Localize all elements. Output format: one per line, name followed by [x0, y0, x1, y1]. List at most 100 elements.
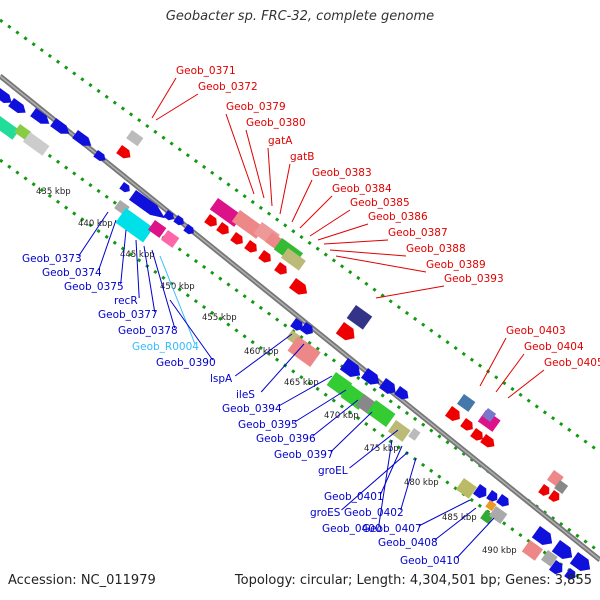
gene-block-shape[interactable]: [488, 506, 508, 524]
gene-label[interactable]: Geob_0387: [388, 227, 448, 239]
gene-arrow-shape[interactable]: [173, 215, 186, 227]
gene-label[interactable]: Geob_0397: [274, 449, 334, 461]
gene-block[interactable]: [160, 230, 180, 248]
gene-label[interactable]: Geob_0389: [426, 259, 486, 271]
gene-arrow-shape[interactable]: [470, 428, 486, 443]
gene-arrow[interactable]: [378, 378, 399, 397]
gene-label[interactable]: Geob_0405: [544, 357, 600, 369]
gene-label[interactable]: Geob_0394: [222, 403, 282, 415]
gene-arrow-shape[interactable]: [93, 150, 107, 164]
gene-label[interactable]: Geob_0372: [198, 81, 258, 93]
gene-block[interactable]: [455, 478, 477, 499]
gene-label[interactable]: Geob_0403: [506, 325, 566, 337]
gene-block-shape[interactable]: [287, 336, 321, 367]
gene-label[interactable]: Geob_0380: [246, 117, 306, 129]
gene-arrow[interactable]: [548, 490, 562, 504]
gene-arrow[interactable]: [288, 278, 311, 298]
gene-arrow-shape[interactable]: [128, 190, 168, 223]
gene-arrow[interactable]: [274, 262, 290, 277]
gene-label[interactable]: Geob_R0004: [132, 341, 199, 353]
gene-arrow-shape[interactable]: [551, 540, 576, 563]
gene-label[interactable]: Geob_0407: [362, 523, 422, 535]
gene-label[interactable]: lspA: [210, 373, 233, 385]
gene-label[interactable]: Geob_0385: [350, 197, 410, 209]
gene-block-shape[interactable]: [456, 394, 476, 412]
gene-block-shape[interactable]: [126, 130, 144, 147]
gene-arrow-shape[interactable]: [30, 108, 52, 128]
gene-label[interactable]: groES: [310, 507, 341, 519]
gene-arrow[interactable]: [548, 560, 566, 577]
gene-arrow[interactable]: [472, 484, 490, 501]
gene-arrow[interactable]: [339, 358, 364, 381]
gene-block[interactable]: [482, 408, 497, 422]
gene-arrow-shape[interactable]: [244, 240, 260, 255]
gene-arrow-shape[interactable]: [480, 434, 497, 450]
gene-arrow-shape[interactable]: [216, 222, 232, 237]
gene-arrow-shape[interactable]: [204, 214, 220, 229]
gene-label[interactable]: Geob_0378: [118, 325, 178, 337]
gene-label[interactable]: Geob_0402: [344, 507, 404, 519]
gene-arrow[interactable]: [8, 98, 28, 117]
gene-arrow-shape[interactable]: [360, 368, 383, 388]
gene-label[interactable]: Geob_0404: [524, 341, 584, 353]
gene-block[interactable]: [22, 132, 50, 156]
gene-arrow-shape[interactable]: [230, 232, 246, 247]
gene-arrow-shape[interactable]: [274, 262, 290, 277]
gene-label[interactable]: Geob_0386: [368, 211, 428, 223]
gene-block[interactable]: [126, 130, 144, 147]
gene-block-shape[interactable]: [22, 132, 50, 156]
gene-block-shape[interactable]: [521, 540, 543, 561]
gene-block-shape[interactable]: [346, 305, 373, 330]
gene-label[interactable]: Geob_0401: [324, 491, 384, 503]
gene-arrow[interactable]: [569, 552, 594, 575]
gene-arrow[interactable]: [128, 190, 168, 223]
gene-label[interactable]: ileS: [236, 389, 255, 401]
gene-arrow-shape[interactable]: [444, 406, 463, 424]
gene-label[interactable]: Geob_0383: [312, 167, 372, 179]
gene-label[interactable]: Geob_0396: [256, 433, 316, 445]
gene-block[interactable]: [287, 336, 321, 367]
gene-block[interactable]: [521, 540, 543, 561]
gene-arrow[interactable]: [531, 526, 556, 549]
gene-arrow-shape[interactable]: [548, 490, 562, 504]
gene-arrow[interactable]: [244, 240, 260, 255]
gene-arrow[interactable]: [394, 386, 411, 402]
gene-block[interactable]: [366, 400, 396, 428]
gene-arrow[interactable]: [216, 222, 232, 237]
gene-label[interactable]: Geob_0375: [64, 281, 124, 293]
gene-arrow[interactable]: [360, 368, 383, 388]
gene-arrow[interactable]: [335, 322, 359, 344]
gene-arrow-shape[interactable]: [72, 130, 94, 150]
gene-arrow[interactable]: [204, 214, 220, 229]
gene-block[interactable]: [346, 305, 373, 330]
gene-block[interactable]: [408, 428, 421, 441]
gene-arrow-shape[interactable]: [460, 418, 476, 433]
gene-arrow-shape[interactable]: [564, 568, 578, 582]
gene-block-shape[interactable]: [408, 428, 421, 441]
gene-block[interactable]: [485, 500, 497, 512]
gene-arrow-shape[interactable]: [548, 560, 566, 577]
gene-block-shape[interactable]: [366, 400, 396, 428]
gene-block[interactable]: [387, 420, 411, 442]
gene-label[interactable]: Geob_0373: [22, 253, 82, 265]
gene-label[interactable]: Geob_0371: [176, 65, 236, 77]
gene-arrow[interactable]: [30, 108, 52, 128]
gene-arrow[interactable]: [0, 88, 15, 107]
gene-block-shape[interactable]: [160, 230, 180, 248]
gene-arrow-shape[interactable]: [258, 250, 274, 265]
gene-arrow-shape[interactable]: [0, 88, 15, 107]
gene-label[interactable]: Geob_0400: [322, 523, 382, 535]
gene-arrow[interactable]: [538, 484, 552, 498]
gene-block[interactable]: [147, 220, 167, 238]
gene-arrow-shape[interactable]: [486, 490, 500, 504]
gene-label[interactable]: Geob_0377: [98, 309, 158, 321]
gene-arrow-shape[interactable]: [472, 484, 490, 501]
gene-arrow-shape[interactable]: [119, 182, 132, 194]
gene-block[interactable]: [456, 394, 476, 412]
gene-block-shape[interactable]: [482, 408, 497, 422]
gene-block-shape[interactable]: [485, 500, 497, 512]
gene-arrow-shape[interactable]: [183, 224, 196, 236]
gene-arrow[interactable]: [116, 145, 133, 161]
gene-block-shape[interactable]: [455, 478, 477, 499]
gene-arrow[interactable]: [300, 322, 316, 337]
